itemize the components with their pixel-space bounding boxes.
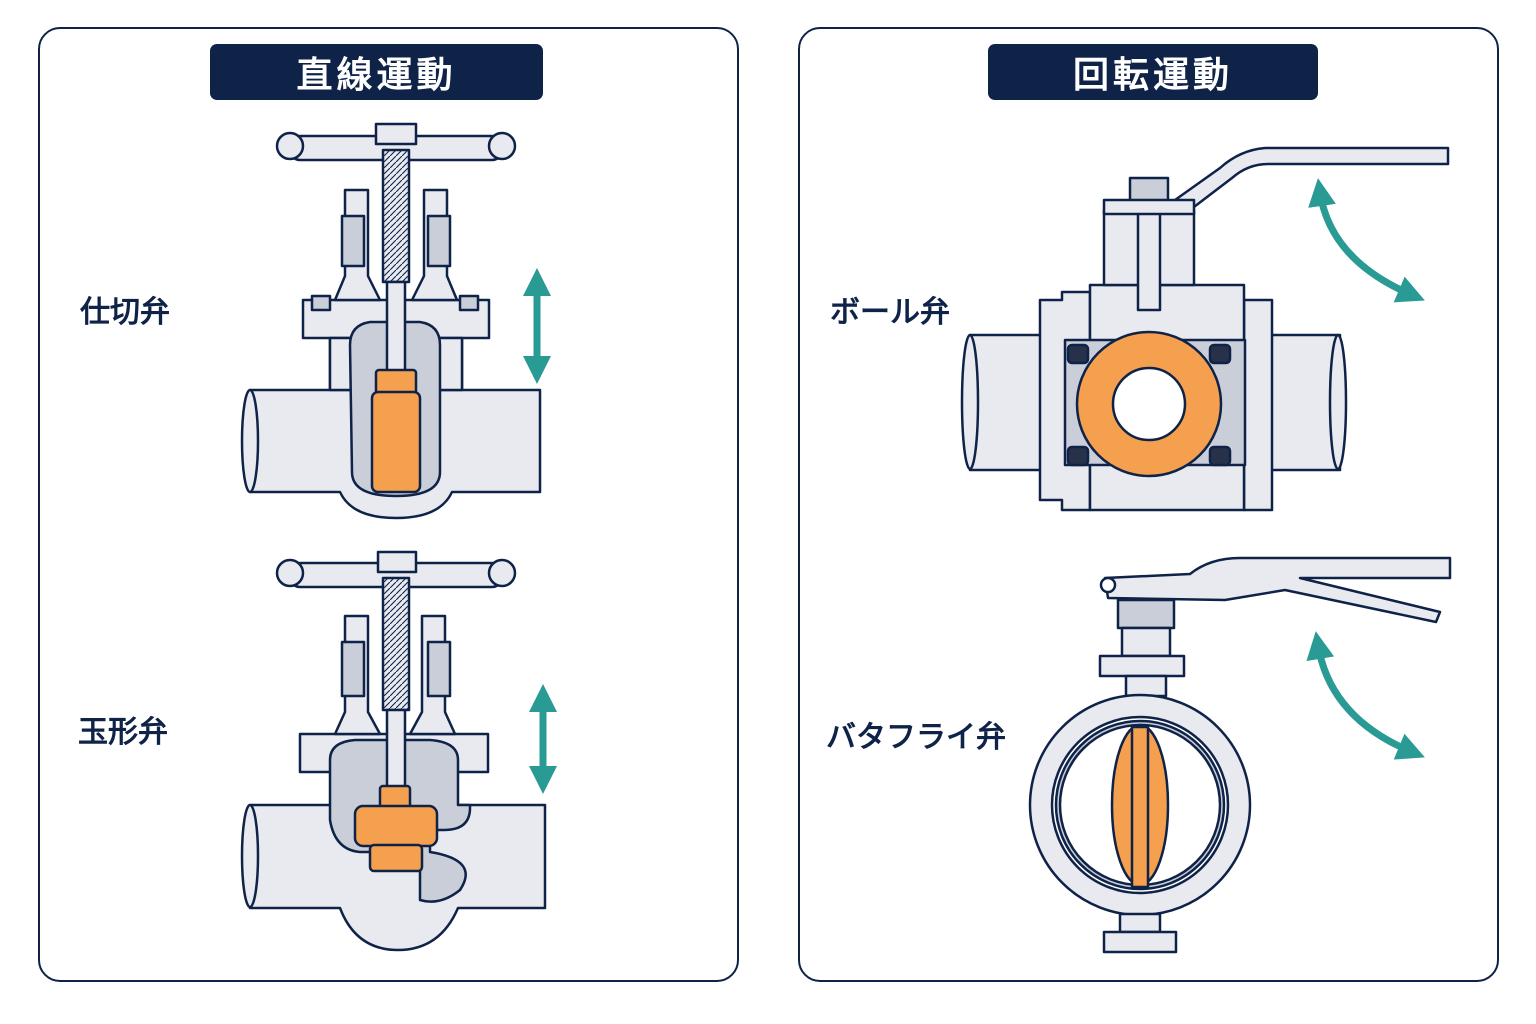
butterfly-valve-drawing — [1028, 556, 1452, 954]
ball-valve-label: ボール弁 — [830, 295, 950, 330]
rotary-motion-header: 回転運動 — [988, 44, 1318, 100]
ball-valve-drawing — [960, 146, 1450, 512]
linear-motion-header: 直線運動 — [210, 44, 543, 100]
globe-valve-drawing — [240, 550, 547, 952]
globe-valve-label: 玉形弁 — [78, 715, 168, 750]
gate-valve-drawing — [240, 122, 542, 520]
butterfly-valve-rotation-arrow-icon — [1306, 631, 1425, 760]
butterfly-valve-label: バタフライ弁 — [826, 720, 1006, 755]
ball-valve-rotation-arrow-icon — [1308, 178, 1425, 303]
gate-valve-label: 仕切弁 — [80, 295, 170, 330]
